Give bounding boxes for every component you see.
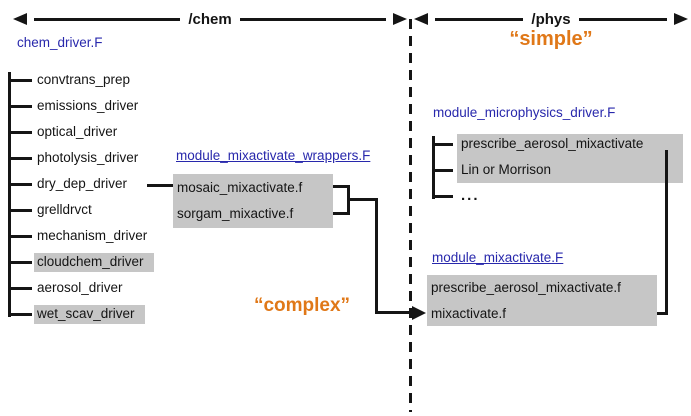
tree-branch-tick — [8, 209, 32, 212]
routine-row: sorgam_mixactive.f — [177, 202, 293, 224]
subroutine-label: wet_scav_driver — [34, 305, 145, 325]
subroutine-label: emissions_driver — [37, 97, 139, 113]
wrappers-routines-box — [173, 174, 333, 228]
chem-dir-label: /chem — [188, 10, 232, 28]
arrowhead-left-icon — [414, 13, 428, 25]
tree-row: convtrans_prep — [8, 69, 133, 91]
subroutine-label: aerosol_driver — [37, 280, 123, 296]
tree-branch-tick — [8, 261, 32, 265]
tree-row: cloudchem_driver — [8, 252, 154, 274]
routine-label: mosaic_mixactivate.f — [177, 179, 303, 195]
subroutine-label: cloudchem_driver — [34, 253, 154, 273]
subroutine-label: grelldrvct — [37, 202, 92, 218]
routine-row: prescribe_aerosol_mixactivate.f — [431, 276, 621, 298]
routine-row: mixactivate.f — [431, 302, 506, 324]
tree-branch-tick — [8, 313, 32, 317]
subroutine-label: photolysis_driver — [37, 149, 139, 165]
tree-branch-tick — [8, 130, 32, 134]
tree-branch-tick — [8, 156, 32, 160]
call-label: prescribe_aerosol_mixactivate — [461, 135, 644, 151]
phys-tree-trunk — [432, 136, 435, 199]
tree-row: aerosol_driver — [8, 278, 126, 300]
dry-dep-connector-line — [147, 184, 174, 187]
bracket-stem-line — [347, 198, 378, 201]
routine-label: prescribe_aerosol_mixactivate.f — [431, 279, 621, 295]
directory-divider-dashed-line — [409, 19, 412, 412]
tree-branch-tick — [8, 235, 32, 239]
tree-branch-tick — [432, 168, 453, 172]
tree-row: emissions_driver — [8, 95, 141, 117]
tree-row: wet_scav_driver — [8, 304, 145, 326]
tree-row: Lin or Morrison — [432, 159, 554, 181]
subroutine-label: mechanism_driver — [37, 228, 148, 244]
phys-scope-arrow: /phys — [414, 10, 688, 28]
chem-to-phys-vertical-line — [375, 198, 378, 314]
chem-to-phys-horizontal-line — [375, 311, 413, 314]
tree-branch-tick — [432, 142, 453, 146]
arrow-line — [239, 17, 387, 21]
call-label: ... — [461, 187, 480, 205]
tree-row: mechanism_driver — [8, 226, 150, 248]
complex-title: “complex” — [253, 295, 351, 316]
subroutine-label: optical_driver — [37, 123, 118, 139]
tree-row: grelldrvct — [8, 200, 95, 222]
phys-dir-label: /phys — [531, 10, 571, 28]
tree-row: prescribe_aerosol_mixactivate — [432, 133, 646, 155]
microphysics-calls-box — [457, 134, 683, 183]
arrowhead-right-icon — [674, 13, 688, 25]
mixactivate-routines-box — [427, 275, 657, 326]
arrowhead-left-icon — [13, 13, 27, 25]
complex-note: “complex” — [182, 295, 422, 320]
simple-note: “simple” — [424, 28, 678, 53]
tree-row: dry_dep_driver — [8, 173, 130, 195]
bracket-line-bottom — [333, 212, 350, 215]
bracket-line-top — [333, 185, 350, 188]
chem-scope-arrow: /chem — [13, 10, 408, 28]
mixactivate-file-link[interactable]: module_mixactivate.F — [432, 250, 564, 265]
tree-branch-tick — [8, 104, 32, 108]
arrow-line — [435, 17, 524, 21]
arrowhead-right-icon — [412, 306, 426, 320]
wrappers-file-link[interactable]: module_mixactivate_wrappers.F — [176, 148, 371, 163]
routine-label: sorgam_mixactive.f — [177, 205, 294, 221]
subroutine-label: convtrans_prep — [37, 71, 131, 87]
tree-row: photolysis_driver — [8, 147, 141, 169]
simple-title: “simple” — [509, 28, 593, 50]
prescribe-to-mixactivate-vertical-line — [665, 150, 668, 315]
chem-tree-trunk — [8, 72, 11, 317]
tree-branch-tick — [8, 78, 32, 82]
call-label: Lin or Morrison — [461, 161, 552, 177]
subroutine-label: dry_dep_driver — [37, 175, 128, 191]
routine-row: mosaic_mixactivate.f — [177, 176, 302, 198]
chem-driver-file-label: chem_driver.F — [17, 35, 103, 50]
tree-branch-tick — [8, 182, 32, 186]
tree-row: optical_driver — [8, 121, 120, 143]
arrowhead-right-icon — [393, 13, 408, 25]
routine-label: mixactivate.f — [431, 305, 507, 321]
microphysics-driver-file-label: module_microphysics_driver.F — [433, 105, 616, 120]
tree-row: ... — [432, 186, 483, 208]
tree-branch-tick — [432, 195, 453, 199]
arrow-line — [578, 17, 667, 21]
arrow-line — [34, 17, 181, 21]
tree-branch-tick — [8, 287, 32, 291]
